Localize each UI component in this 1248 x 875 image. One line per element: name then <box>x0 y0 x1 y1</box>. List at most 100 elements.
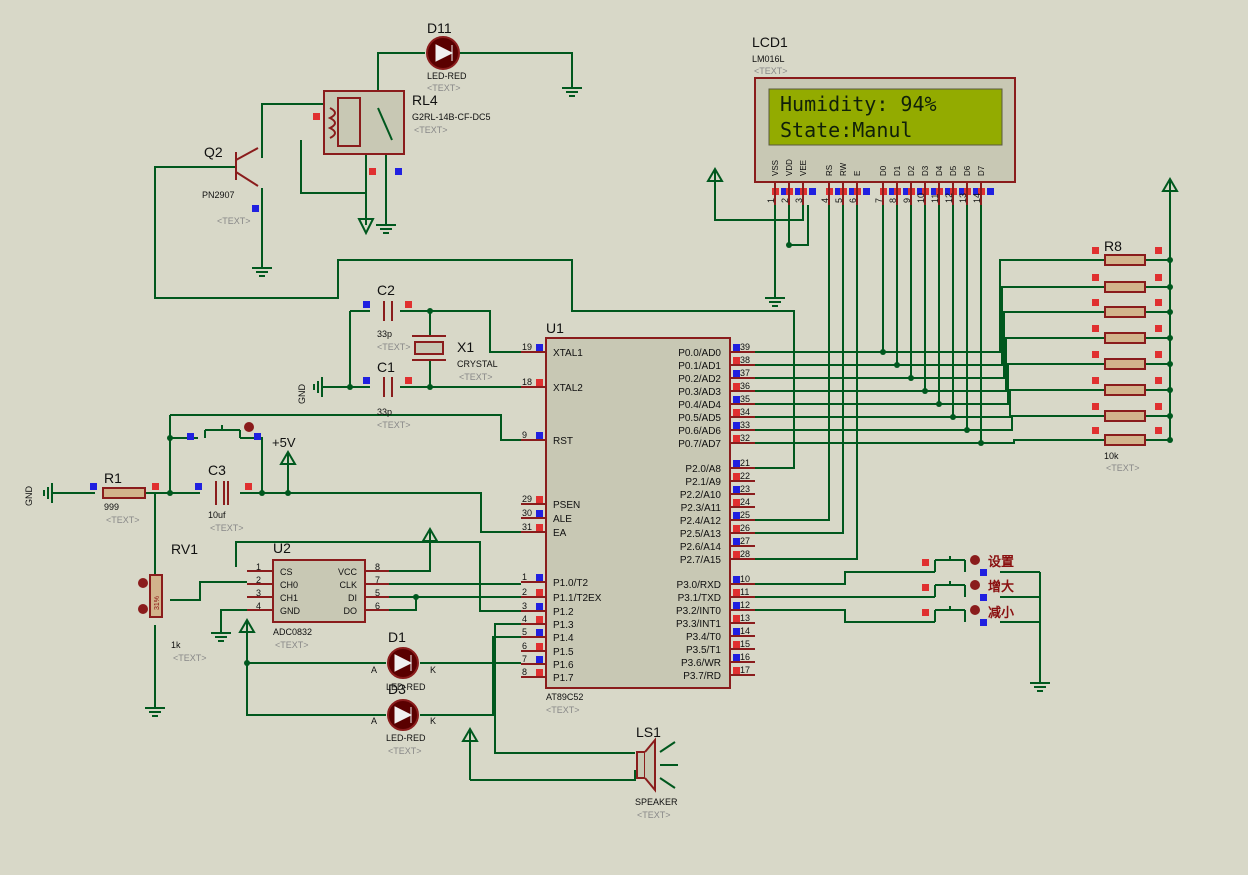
u2-left-pin-label: CH0 <box>280 580 298 590</box>
u1-right-pin-number: 14 <box>740 626 750 636</box>
pin-marker-blue <box>363 301 370 308</box>
pin-marker-red <box>922 609 929 616</box>
pin-marker-red <box>1155 427 1162 434</box>
lcd-component[interactable]: Humidity: 94% State:Manul LCD1 LM016L <T… <box>752 34 1016 205</box>
u1-right-pin-label: P2.0/A8 <box>685 464 721 475</box>
q2-ref: Q2 <box>204 144 223 160</box>
u2-left-pin-number: 1 <box>256 562 261 572</box>
u1-right-pin-number: 16 <box>740 652 750 662</box>
d1-anode-label: A <box>371 665 377 675</box>
c3-value: 10uf <box>208 510 226 520</box>
r8-value: 10k <box>1104 451 1119 461</box>
u1-right-pin-label: P3.6/WR <box>681 658 721 669</box>
pin-marker-red <box>733 525 740 532</box>
u1-component[interactable]: XTAL119XTAL218RST9PSEN29ALE30EA31P1.0/T2… <box>521 337 755 689</box>
u1-right-pin-label: P0.7/AD7 <box>678 439 721 450</box>
capacitor-c2-icon <box>383 301 393 321</box>
resistor-r8 <box>1104 358 1146 370</box>
u1-right-pin-number: 21 <box>740 458 750 468</box>
pin-marker-blue <box>733 654 740 661</box>
u2-text: <TEXT> <box>275 640 309 650</box>
power-terminal-icon <box>421 527 439 545</box>
lcd-pin-label: D7 <box>977 165 986 176</box>
u2-left-pin-label: CS <box>280 567 293 577</box>
lcd-pin-number: 6 <box>848 198 858 203</box>
junction-dot <box>244 660 250 666</box>
u1-body <box>545 337 731 689</box>
pin-marker-red <box>536 496 543 503</box>
gnd-label-crystal: GND <box>297 384 307 405</box>
wire <box>261 103 387 217</box>
junction-dot <box>1167 309 1173 315</box>
wire <box>911 311 1170 379</box>
wire <box>389 597 417 611</box>
u2-right-pin-number: 5 <box>375 588 380 598</box>
u2-left-pin-number: 3 <box>256 588 261 598</box>
pin-marker-blue <box>363 377 370 384</box>
pin-marker-red <box>733 473 740 480</box>
ground-symbol <box>562 80 582 97</box>
u1-right-pin-label: P3.1/TXD <box>678 593 721 604</box>
junction-dot <box>880 349 886 355</box>
lcd-pin-label: D4 <box>935 165 944 176</box>
u1-left-pin-label: PSEN <box>553 500 580 511</box>
relay-coil-winding <box>327 107 336 139</box>
pin-marker-red <box>1155 325 1162 332</box>
capacitor-c1-icon <box>383 377 393 397</box>
u1-right-pin-label: P0.3/AD3 <box>678 387 721 398</box>
x1-ref: X1 <box>457 339 474 355</box>
u1-right-pin-number: 10 <box>740 574 750 584</box>
button-label-down: 减小 <box>988 605 1014 620</box>
pin-marker-red <box>536 643 543 650</box>
lcd-line-1: Humidity: 94% <box>780 92 937 116</box>
lcd-pin-label: D6 <box>963 165 972 176</box>
pin-marker-blue <box>980 594 987 601</box>
pin-marker-red <box>733 667 740 674</box>
crystal-x1-icon <box>414 341 444 355</box>
pin-marker-red <box>536 669 543 676</box>
pin-marker-blue <box>733 512 740 519</box>
speaker-sound-waves <box>659 741 678 789</box>
pot-adjust-up[interactable] <box>138 578 148 588</box>
wire <box>755 205 968 431</box>
pot-adjust-down[interactable] <box>138 604 148 614</box>
junction-dot <box>786 242 792 248</box>
u2-right-pin-number: 7 <box>375 575 380 585</box>
pin-marker-blue <box>809 188 816 195</box>
u2-right-pin-label: VCC <box>338 567 358 577</box>
pin-marker-blue <box>917 188 924 195</box>
ground-lines <box>1030 675 1050 692</box>
u1-right-pin-label: P0.6/AD6 <box>678 426 721 437</box>
u1-left-pin-label: RST <box>553 436 573 447</box>
pin-marker-blue <box>931 188 938 195</box>
pin-marker-blue <box>536 432 543 439</box>
lcd-pins: VSS1VDD2VEE3RS4RW5E6D07D18D29D310D411D51… <box>766 159 986 205</box>
q2-value: PN2907 <box>202 190 235 200</box>
pin-marker-red <box>1155 377 1162 384</box>
gnd-label-r1: GND <box>24 486 34 507</box>
u1-right-pin-number: 24 <box>740 497 750 507</box>
pin-marker-red <box>1155 403 1162 410</box>
u1-left-pin-number: 2 <box>522 587 527 597</box>
resistor-r1-icon <box>102 487 146 499</box>
wire <box>377 52 573 100</box>
adc-u2-body <box>272 559 366 623</box>
u1-right-pin-label: P3.2/INT0 <box>676 606 721 617</box>
reset-button-icon <box>204 425 241 438</box>
pin-marker-red <box>1092 351 1099 358</box>
pin-marker-red <box>1155 351 1162 358</box>
d3-anode-label: A <box>371 716 377 726</box>
d11-text: <TEXT> <box>427 83 461 93</box>
u1-right-pin-number: 37 <box>740 368 750 378</box>
u2-right-pin-number: 8 <box>375 562 380 572</box>
lcd-pin-number: 1 <box>766 198 776 203</box>
wire <box>755 205 858 560</box>
wire <box>953 389 1170 418</box>
potentiometer-percent: 31% <box>154 596 161 610</box>
pin-marker-red <box>536 616 543 623</box>
u1-left-pin-number: 29 <box>522 494 532 504</box>
pin-marker-blue <box>835 188 842 195</box>
junction-dot <box>1167 335 1173 341</box>
u2-left-pin-label: GND <box>280 606 301 616</box>
